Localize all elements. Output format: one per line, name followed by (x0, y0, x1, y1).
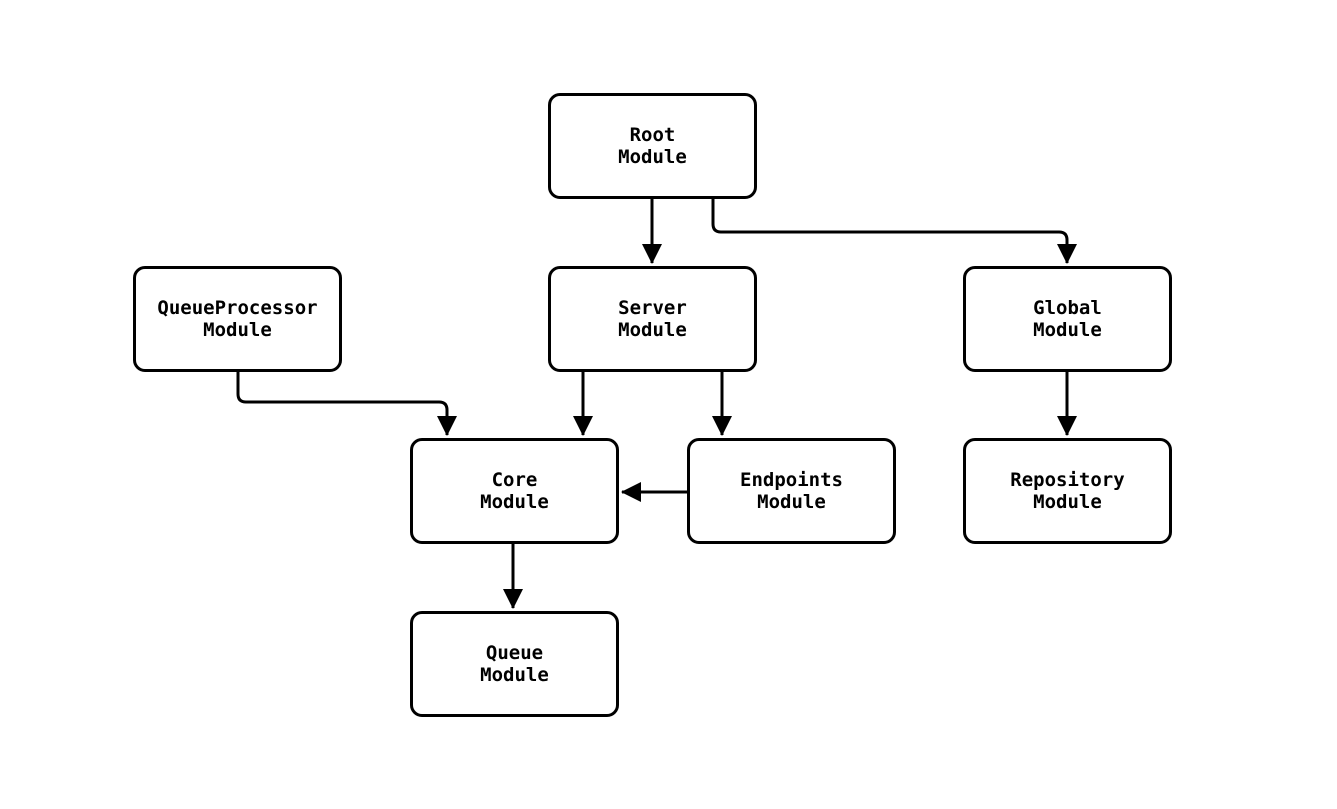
edge-queueprocessor-to-core (236, 372, 457, 436)
node-label: Module (618, 319, 687, 341)
node-label: Endpoints (740, 469, 843, 491)
node-label: Module (757, 491, 826, 513)
node-queue-module[interactable]: Queue Module (410, 611, 619, 717)
node-endpoints-module[interactable]: Endpoints Module (687, 438, 896, 544)
node-server-module[interactable]: Server Module (548, 266, 757, 372)
node-label: Module (480, 491, 549, 513)
node-queueprocessor-module[interactable]: QueueProcessor Module (133, 266, 342, 372)
node-label: Module (480, 664, 549, 686)
edge-root-to-global (711, 198, 1077, 264)
node-core-module[interactable]: Core Module (410, 438, 619, 544)
node-label: QueueProcessor (157, 297, 318, 319)
node-repository-module[interactable]: Repository Module (963, 438, 1172, 544)
node-global-module[interactable]: Global Module (963, 266, 1172, 372)
node-label: Server (618, 297, 687, 319)
node-label: Global (1033, 297, 1102, 319)
node-label: Module (618, 146, 687, 168)
node-label: Queue (485, 642, 544, 664)
node-root-module[interactable]: Root Module (548, 93, 757, 199)
node-label: Core (491, 469, 538, 491)
node-label: Repository (1010, 469, 1125, 491)
node-label: Module (1033, 491, 1102, 513)
node-label: Module (1033, 319, 1102, 341)
node-label: Module (203, 319, 272, 341)
node-label: Root (629, 124, 676, 146)
